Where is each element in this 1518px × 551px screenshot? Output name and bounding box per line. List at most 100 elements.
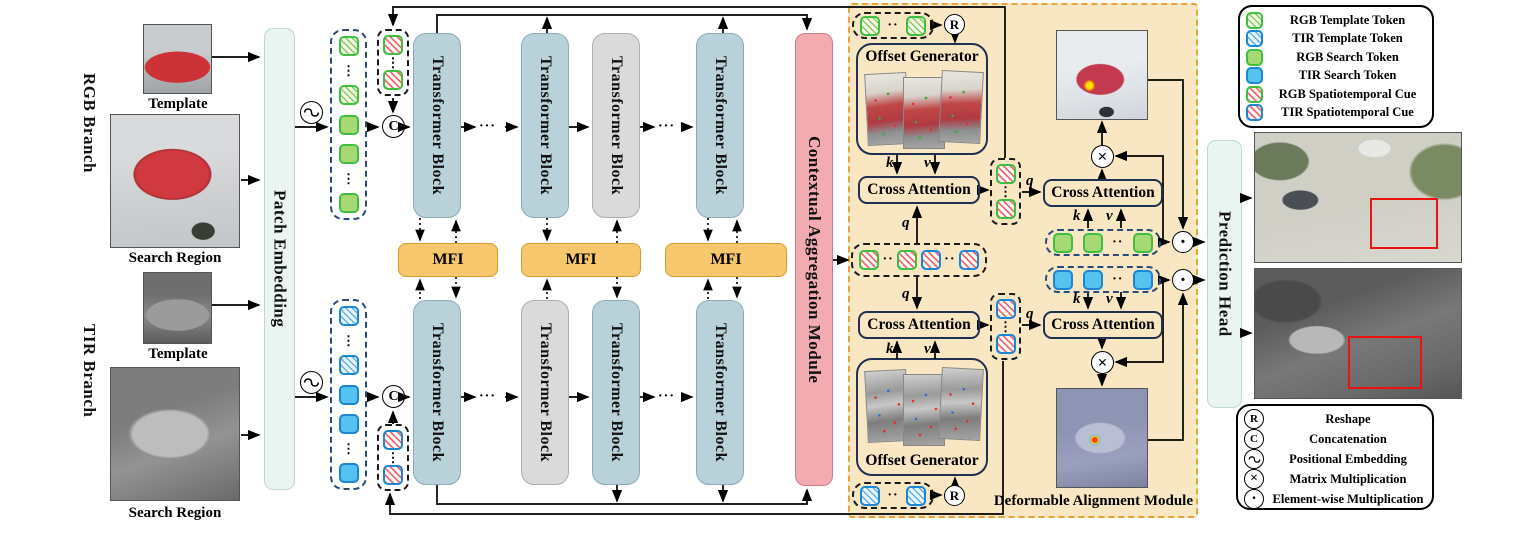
- rgb-template-caption: Template: [148, 96, 208, 112]
- q-label: q: [902, 215, 910, 231]
- positional-embedding-icon: [300, 371, 323, 394]
- tir-template-image: [143, 272, 212, 344]
- concat-icon: C: [1244, 429, 1264, 449]
- mfi-module-1: MFI: [398, 243, 498, 277]
- k-label: k: [1073, 208, 1081, 224]
- tir-template-history-row: ··: [852, 482, 934, 509]
- legend-label: RGB Template Token: [1289, 12, 1406, 27]
- legend-row: TIR Template Token: [1246, 30, 1426, 48]
- element-wise-multiplication-icon: ·: [1244, 489, 1264, 509]
- vertical-dots: ⋮: [342, 170, 355, 186]
- rgb-search-token-row: ··: [1045, 229, 1161, 256]
- contextual-aggregation-module: Contextual Aggregation Module: [795, 33, 833, 486]
- reshape-icon: R: [944, 485, 965, 506]
- rgb-branch-label: RGB Branch: [80, 72, 99, 173]
- rgb-template-image: [143, 24, 212, 94]
- tir-search-caption: Search Region: [128, 505, 222, 521]
- legend-row: RGB Template Token: [1246, 11, 1426, 29]
- transformer-block-rgb-3: Transformer Block: [592, 33, 640, 218]
- rgb-result-image: [1254, 132, 1462, 263]
- v-label: v: [924, 155, 931, 171]
- token-legend: RGB Template Token TIR Template Token RG…: [1238, 5, 1434, 128]
- rgb-search-caption: Search Region: [128, 250, 222, 266]
- tir-cue-mid-column: ⋮: [990, 293, 1021, 360]
- legend-row: TIR Search Token: [1246, 67, 1426, 85]
- legend-label: RGB Spatiotemporal Cue: [1278, 86, 1417, 101]
- transformer-block-rgb-1: Transformer Block: [413, 33, 461, 218]
- rgb-cue-input-column: ⋮: [377, 29, 409, 96]
- legend-row: RGB Search Token: [1246, 48, 1426, 66]
- tir-search-token: [338, 414, 359, 434]
- rgb-template-history-row: ··: [852, 12, 934, 39]
- reshape-icon: R: [1244, 409, 1264, 429]
- rgb-search-token: [338, 193, 359, 213]
- tir-branch-label: TIR Branch: [80, 323, 99, 418]
- tir-search-token: [338, 384, 359, 405]
- ellipsis: ···: [479, 389, 497, 404]
- matrix-multiplication-icon: ×: [1091, 145, 1114, 168]
- cross-attention-tir-2: Cross Attention: [1043, 311, 1163, 339]
- rgb-template-token: [906, 15, 926, 36]
- transformer-block-tir-1: Transformer Block: [413, 300, 461, 485]
- legend-row: Positional Embedding: [1244, 449, 1426, 469]
- legend-label: Concatenation: [1309, 431, 1387, 446]
- legend-row: R Reshape: [1244, 409, 1426, 429]
- v-label: v: [1106, 291, 1113, 307]
- element-wise-multiplication-icon: ·: [1172, 269, 1194, 291]
- spatiotemporal-cue-row: ·· ··: [851, 243, 987, 277]
- offset-generator-rgb-label: Offset Generator: [865, 48, 979, 65]
- rgb-spatiotemporal-cue-token: [859, 250, 879, 270]
- legend-row: · Element-wise Multiplication: [1244, 489, 1426, 509]
- legend-label: RGB Search Token: [1296, 49, 1399, 64]
- tir-tracking-bbox: [1347, 336, 1422, 390]
- concat-icon: C: [382, 115, 405, 138]
- vertical-dots: ⋮: [999, 318, 1012, 334]
- tir-template-token: [906, 485, 926, 506]
- tir-spatiotemporal-cue-icon: [1246, 104, 1263, 122]
- tir-spatiotemporal-cue-token: [920, 250, 941, 270]
- vertical-dots: ⋮: [342, 332, 355, 348]
- offset-frame-image: [938, 366, 984, 442]
- rgb-search-token: [1132, 232, 1153, 253]
- positional-embedding-icon: [1244, 449, 1264, 469]
- tir-spatiotemporal-cue-token: [995, 334, 1016, 354]
- offset-generator-tir: Offset Generator: [856, 358, 988, 476]
- k-label: k: [886, 341, 894, 357]
- tir-search-token: [338, 463, 359, 483]
- tir-search-token-row: ··: [1045, 266, 1161, 293]
- rgb-search-token: [1053, 232, 1073, 253]
- rgb-template-token: [860, 15, 880, 36]
- legend-row: RGB Spatiotemporal Cue: [1246, 85, 1426, 103]
- tir-template-token: [860, 485, 880, 506]
- vertical-dots: ⋮: [999, 183, 1012, 199]
- q-label: q: [1026, 306, 1034, 322]
- v-label: v: [1106, 208, 1113, 224]
- rgb-search-token: [1082, 232, 1103, 253]
- tir-spatiotemporal-cue-token: [383, 430, 403, 450]
- tir-template-token: [338, 355, 359, 375]
- tir-search-image: [110, 367, 240, 501]
- ellipsis: ··: [887, 487, 899, 503]
- k-label: k: [886, 155, 894, 171]
- mfi-module-3: MFI: [665, 243, 787, 277]
- transformer-block-tir-4: Transformer Block: [696, 300, 744, 485]
- legend-row: × Matrix Multiplication: [1244, 469, 1426, 489]
- tir-spatiotemporal-cue-token: [383, 465, 403, 485]
- legend-label: Positional Embedding: [1289, 451, 1407, 466]
- legend-label: Element-wise Multiplication: [1272, 491, 1424, 506]
- tir-aligned-attention-image: [1056, 388, 1148, 488]
- rgb-spatiotemporal-cue-icon: [1246, 85, 1263, 103]
- offset-frame-image: [938, 69, 984, 145]
- deformable-alignment-module-label: Deformable Alignment Module: [993, 493, 1193, 509]
- legend-label: TIR Spatiotemporal Cue: [1281, 105, 1414, 120]
- ellipsis: ··: [887, 17, 899, 33]
- mfi-module-2: MFI: [521, 243, 641, 277]
- rgb-template-token-icon: [1246, 11, 1263, 29]
- rgb-search-token: [338, 144, 359, 164]
- legend-label: TIR Template Token: [1292, 31, 1403, 46]
- tir-search-token-icon: [1246, 67, 1263, 85]
- tir-spatiotemporal-cue-token: [958, 250, 979, 270]
- offset-generator-tir-label: Offset Generator: [865, 452, 979, 469]
- rgb-search-token: [338, 114, 359, 135]
- legend-label: Reshape: [1325, 411, 1371, 426]
